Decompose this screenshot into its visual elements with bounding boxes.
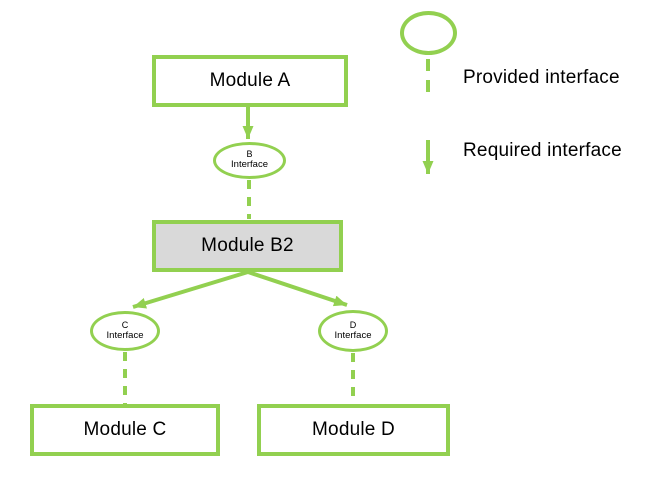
module-c-box: Module C bbox=[30, 404, 220, 456]
legend-required-label: Required interface bbox=[463, 140, 622, 161]
interface-d-word: Interface bbox=[334, 329, 372, 341]
module-d-box: Module D bbox=[257, 404, 450, 456]
module-a-box: Module A bbox=[152, 55, 348, 107]
module-b2-label: Module B2 bbox=[201, 235, 294, 256]
legend-provided-circle-icon bbox=[400, 11, 457, 55]
module-a-label: Module A bbox=[209, 70, 291, 91]
required-arrow-module-b2-to-interface-c bbox=[132, 270, 249, 309]
module-b2-box: Module B2 bbox=[152, 220, 343, 272]
interface-d-symbol: D Interface bbox=[318, 310, 388, 352]
interface-c-word: Interface bbox=[106, 329, 144, 341]
module-c-label: Module C bbox=[83, 419, 167, 440]
module-d-label: Module D bbox=[312, 419, 395, 440]
required-arrow-module-b2-to-interface-d bbox=[247, 270, 348, 307]
legend-provided-label: Provided interface bbox=[463, 67, 620, 88]
interface-b-word: Interface bbox=[231, 159, 268, 171]
interface-c-name: C bbox=[121, 319, 129, 330]
interface-b-symbol: B Interface bbox=[213, 142, 286, 179]
interface-c-symbol: C Interface bbox=[90, 311, 160, 351]
interface-d-name: D bbox=[349, 319, 357, 330]
interface-b-name: B bbox=[246, 149, 253, 160]
